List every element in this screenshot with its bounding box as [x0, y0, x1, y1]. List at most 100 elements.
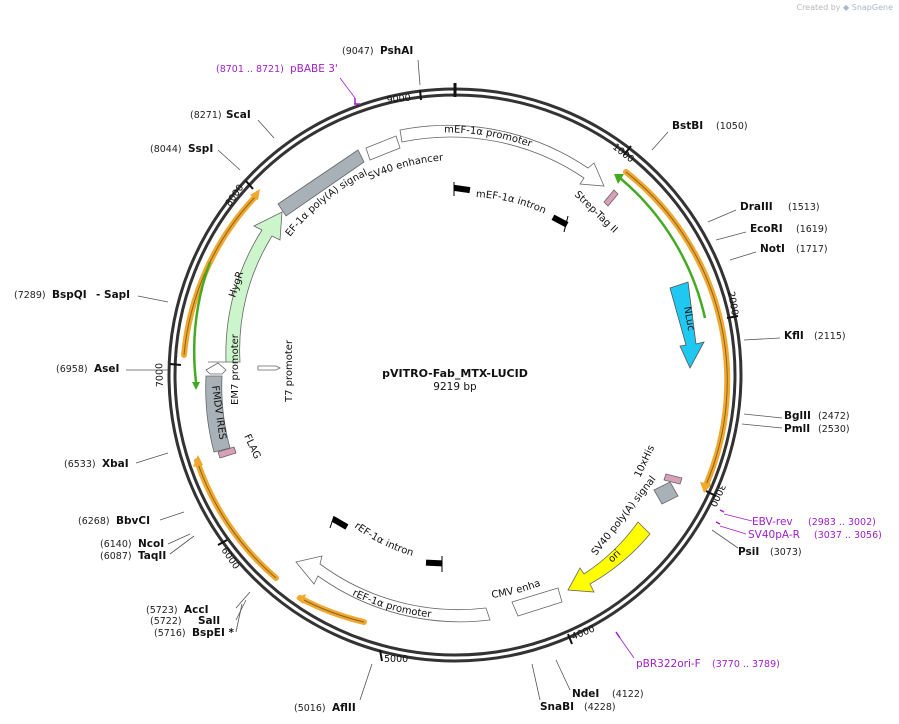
site-name-noti: NotI — [760, 243, 785, 255]
tick-label-5000: 5000 — [384, 654, 408, 665]
site-name-ecori: EcoRI — [750, 223, 783, 235]
site-labels: (9047) PshAI BstBI (1050) DraIII (1513) … — [14, 45, 850, 714]
site-pos-sali: (5722) — [150, 616, 182, 627]
feature-ori — [567, 521, 651, 593]
feature-sv40-polya — [653, 481, 679, 505]
snapgene-logo-icon: ◆ — [843, 3, 850, 12]
watermark-prefix: Created by — [796, 3, 841, 12]
feature-label-mef1a-intron: mEF-1α intron — [476, 189, 548, 216]
feature-t7-promoter — [257, 365, 281, 371]
primer-name-pbr322: pBR322ori-F — [636, 658, 701, 670]
green-orf-arcs — [192, 174, 707, 390]
site-name-bbvci: BbvCI — [116, 515, 150, 527]
feature-mef1a-intron — [453, 182, 569, 233]
feature-label-10xhis: 10xHis — [633, 444, 657, 480]
site-name-bspqi: BspQI — [52, 289, 87, 301]
primer-markers — [339, 77, 753, 659]
primer-name-ebv: EBV-rev — [752, 516, 793, 528]
orf-arrowhead-upper-left — [250, 189, 260, 200]
site-pos-kfli: (2115) — [814, 331, 846, 342]
tick-label-8000: 8000 — [223, 183, 246, 209]
tick-label-6000: 6000 — [219, 545, 242, 571]
site-pos-aflii: (5016) — [294, 703, 326, 714]
tick-2000: 2000 — [725, 291, 740, 319]
feature-hygr — [208, 211, 283, 363]
orf-arc-right — [623, 169, 731, 488]
green-arc-right — [619, 177, 707, 319]
site-pos-pshai: (9047) — [342, 46, 374, 57]
site-name-asei: AseI — [94, 363, 119, 375]
site-pos-psii: (3073) — [770, 547, 802, 558]
feature-nluc — [669, 281, 705, 369]
feature-10xhis — [663, 473, 683, 485]
feature-label-nluc: NLuc — [681, 306, 696, 332]
tick-4000: 4000 — [567, 624, 597, 645]
site-pos-bspqi: (7289) — [14, 290, 46, 301]
green-arrowhead-right — [614, 174, 624, 184]
feature-flag — [217, 446, 237, 459]
snapgene-watermark: Created by ◆ SnapGene — [796, 3, 893, 12]
site-name-sspi: SspI — [188, 143, 213, 155]
feature-label-ref1a-intron: rEF-1α intron — [352, 521, 414, 559]
site-name-taqii: TaqII — [138, 550, 166, 562]
feature-label-t7-promoter: T7 promoter — [284, 339, 295, 403]
feature-mef1a-promoter — [399, 124, 605, 187]
tick-label-4000: 4000 — [570, 624, 597, 643]
site-pos-xbai: (6533) — [64, 459, 96, 470]
site-name-kfli: KflI — [784, 330, 804, 342]
watermark-brand: SnapGene — [851, 3, 893, 12]
site-name-sali: SalI — [198, 615, 220, 627]
site-pos-bstbi: (1050) — [716, 121, 748, 132]
site-name-aflii: AflII — [332, 702, 356, 714]
site-pos-bbvci: (6268) — [78, 516, 110, 527]
feature-em7-promoter — [205, 362, 227, 375]
site-pos-ndei: (4122) — [612, 689, 644, 700]
site-name-sapi: - SapI — [96, 289, 130, 301]
site-pos-bspei: (5716) — [154, 628, 186, 639]
feature-label-ref1a-promoter: rEF-1α promoter — [351, 588, 433, 621]
site-name-bglii: BglII — [784, 410, 811, 422]
feature-label-em7-promoter: EM7 promoter — [230, 333, 241, 405]
primer-labels: (8701 .. 8721) pBABE 3' EBV-rev (2983 ..… — [216, 63, 882, 670]
feature-ref1a-promoter — [295, 555, 491, 623]
site-name-snabi: SnaBI — [540, 701, 574, 713]
features: mEF-1α promoter SV40 enhancer EF-1α poly… — [0, 0, 705, 623]
site-name-scai: ScaI — [226, 109, 251, 121]
site-name-xbai: XbaI — [102, 458, 129, 470]
orf-arrowhead-bottom — [296, 594, 306, 604]
tick-5000: 5000 — [379, 649, 408, 665]
site-pos-acci: (5723) — [146, 605, 178, 616]
primer-range-pbabe: (8701 .. 8721) — [216, 64, 284, 75]
site-pos-snabi: (4228) — [584, 702, 616, 713]
site-pos-sspi: (8044) — [150, 144, 182, 155]
primer-range-ebv: (2983 .. 3002) — [808, 517, 876, 528]
site-pos-noti: (1717) — [796, 244, 828, 255]
feature-ref1a-intron — [329, 515, 443, 572]
plasmid-size: 9219 bp — [433, 381, 477, 393]
site-name-draiii: DraIII — [740, 201, 773, 213]
site-name-ndei: NdeI — [572, 688, 599, 700]
site-name-pshai: PshAI — [380, 45, 413, 57]
site-name-acci: AccI — [184, 604, 208, 616]
orf-arrowhead-lower-left — [193, 455, 203, 467]
primer-range-pbr322: (3770 .. 3789) — [712, 659, 780, 670]
primer-range-sv40pa: (3037 .. 3056) — [814, 530, 882, 541]
feature-ef1a-polya — [277, 149, 365, 217]
plasmid-name: pVITRO-Fab_MTX-LUCID — [382, 367, 528, 380]
feature-cmv-enhancer — [511, 587, 563, 617]
tick-6000: 6000 — [217, 539, 242, 572]
site-pos-asei: (6958) — [56, 364, 88, 375]
site-pos-scai: (8271) — [190, 110, 222, 121]
feature-strep-tag — [603, 189, 619, 207]
orf-arc-right-core — [625, 171, 728, 486]
tick-label-2000: 2000 — [725, 291, 740, 317]
site-pos-draiii: (1513) — [788, 202, 820, 213]
feature-label-flag: FLAG — [241, 433, 262, 461]
site-name-psii: PsiI — [738, 546, 759, 558]
primer-mark-sv40pa — [715, 521, 721, 525]
site-pos-ecori: (1619) — [796, 224, 828, 235]
orf-arrowhead-right — [700, 482, 712, 493]
site-name-ncoi: NcoI — [138, 538, 164, 550]
primer-mark-ebv — [719, 509, 725, 513]
